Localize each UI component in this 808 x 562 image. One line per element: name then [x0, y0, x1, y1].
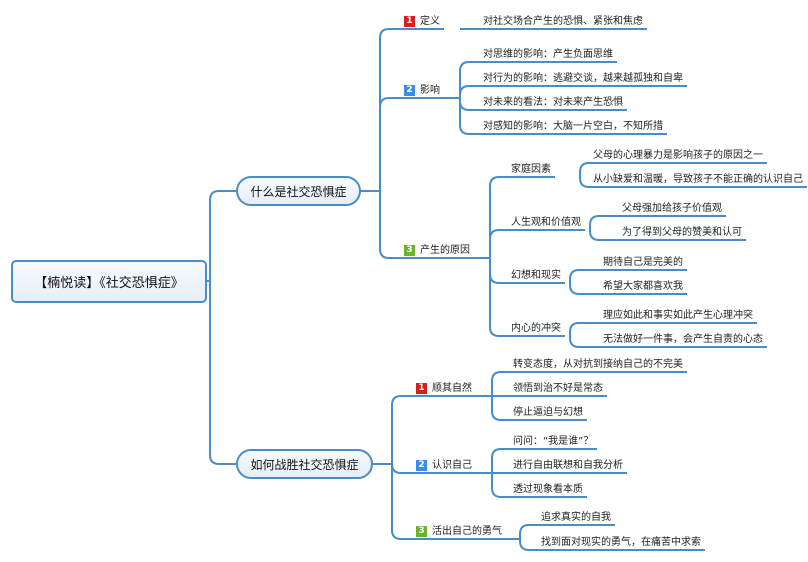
node-label: 内心的冲突: [511, 323, 561, 334]
leaf-item[interactable]: 停止逼迫与幻想: [500, 406, 587, 421]
priority-3-icon: 3: [404, 245, 415, 256]
connector-line: [470, 257, 500, 337]
connector-line: [440, 61, 470, 99]
node-label: 顺其自然: [432, 383, 472, 394]
node-label: 问问：“我是谁”？: [513, 436, 594, 447]
branch-what-is-social-phobia[interactable]: 什么是社交恐惧症: [236, 176, 361, 206]
connector-line: [500, 538, 530, 551]
node-label: 无法做好一件事，会产生自责的心态: [603, 334, 763, 345]
node-label: 对未来的看法：对未来产生恐惧: [483, 97, 623, 108]
topic-know-yourself[interactable]: 2 认识自己: [400, 459, 476, 474]
leaf-item[interactable]: 对社交场合产生的恐惧、紧张和焦虑: [460, 15, 647, 30]
connector-line: [440, 97, 470, 135]
leaf-item[interactable]: 领悟到治不好是常态: [500, 382, 607, 397]
connector-line: [206, 190, 236, 282]
subtopic[interactable]: 家庭因素: [498, 163, 555, 178]
node-label: 为了得到父母的赞美和认可: [622, 227, 742, 238]
priority-1-icon: 1: [404, 16, 415, 27]
connector-line: [372, 395, 402, 465]
connector-line: [372, 463, 402, 474]
node-label: 对行为的影响：逃避交谈，越来越孤独和自卑: [483, 73, 683, 84]
leaf-item[interactable]: 对行为的影响：逃避交谈，越来越孤独和自卑: [468, 72, 687, 87]
connector-line: [470, 257, 500, 284]
leaf-item[interactable]: 问问：“我是谁”？: [500, 435, 598, 450]
branch-how-to-overcome[interactable]: 如何战胜社交恐惧症: [236, 449, 373, 479]
priority-2-icon: 2: [416, 460, 427, 471]
leaf-item[interactable]: 进行自由联想和自我分析: [500, 459, 627, 474]
subtopic[interactable]: 内心的冲突: [498, 322, 565, 337]
node-label: 从小缺爱和温暖，导致孩子不能正确的认识自己: [593, 174, 803, 185]
root-topic[interactable]: 【楠悦读】《社交恐惧症》: [11, 260, 207, 303]
connector-line: [440, 97, 470, 111]
node-label: 对感知的影响：大脑一片空白，不知所措: [483, 121, 663, 132]
leaf-item[interactable]: 对未来的看法：对未来产生恐惧: [468, 96, 627, 111]
connector-line: [472, 395, 502, 421]
node-label: 透过现象看本质: [513, 484, 583, 495]
node-label: 父母强加给孩子价值观: [622, 203, 722, 214]
connector-line: [472, 448, 502, 474]
node-label: 认识自己: [432, 460, 472, 471]
node-label: 活出自己的勇气: [432, 526, 502, 537]
subtopic[interactable]: 人生观和价值观: [498, 216, 585, 231]
node-label: 找到面对现实的勇气，在痛苦中求索: [541, 537, 701, 548]
node-label: 转变态度，从对抗到接纳自己的不完美: [513, 359, 683, 370]
leaf-item[interactable]: 对感知的影响：大脑一片空白，不知所措: [468, 120, 667, 135]
leaf-item[interactable]: 理应如此和事实如此产生心理冲突: [578, 309, 757, 324]
leaf-item[interactable]: 无法做好一件事，会产生自责的心态: [578, 333, 767, 348]
node-label: 定义: [420, 16, 440, 27]
leaf-item[interactable]: 从小缺爱和温暖，导致孩子不能正确的认识自己: [588, 173, 807, 188]
connector-line: [372, 463, 402, 540]
topic-causes[interactable]: 3 产生的原因: [390, 244, 474, 259]
node-label: 期待自己是完美的: [603, 257, 683, 268]
topic-impact[interactable]: 2 影响: [390, 84, 444, 99]
node-label: 理应如此和事实如此产生心理冲突: [603, 310, 753, 321]
node-label: 人生观和价值观: [511, 217, 581, 228]
topic-courage[interactable]: 3 活出自己的勇气: [400, 525, 506, 540]
node-label: 领悟到治不好是常态: [513, 383, 603, 394]
connector-line: [470, 229, 500, 259]
topic-go-with-nature[interactable]: 1 顺其自然: [400, 382, 476, 397]
node-label: 追求真实的自我: [541, 512, 611, 523]
leaf-item[interactable]: 追求真实的自我: [528, 511, 615, 526]
node-label: 产生的原因: [420, 245, 470, 256]
connector-line: [360, 190, 392, 259]
topic-definition[interactable]: 1 定义: [390, 15, 444, 30]
node-label: 对思维的影响：产生负面思维: [483, 49, 613, 60]
connector-line: [470, 176, 500, 259]
connector-line: [360, 97, 392, 192]
priority-1-icon: 1: [416, 383, 427, 394]
leaf-item[interactable]: 为了得到父母的赞美和认可: [598, 226, 746, 241]
node-label: 对社交场合产生的恐惧、紧张和焦虑: [483, 16, 643, 27]
leaf-item[interactable]: 父母的心理暴力是影响孩子的原因之一: [588, 149, 767, 164]
leaf-item[interactable]: 透过现象看本质: [500, 483, 587, 498]
node-label: 父母的心理暴力是影响孩子的原因之一: [593, 150, 763, 161]
connector-line: [440, 85, 470, 99]
node-label: 停止逼迫与幻想: [513, 407, 583, 418]
node-label: 幻想和现实: [511, 270, 561, 281]
priority-2-icon: 2: [404, 85, 415, 96]
leaf-item[interactable]: 希望大家都喜欢我: [578, 280, 687, 295]
leaf-item[interactable]: 转变态度，从对抗到接纳自己的不完美: [500, 358, 687, 373]
subtopic[interactable]: 幻想和现实: [498, 269, 565, 284]
node-label: 影响: [420, 85, 440, 96]
connector-line: [472, 371, 502, 397]
priority-3-icon: 3: [416, 526, 427, 537]
connector-line: [360, 28, 392, 192]
leaf-item[interactable]: 对思维的影响：产生负面思维: [468, 48, 617, 63]
node-label: 进行自由联想和自我分析: [513, 460, 623, 471]
leaf-item[interactable]: 期待自己是完美的: [578, 256, 687, 271]
leaf-item[interactable]: 找到面对现实的勇气，在痛苦中求索: [528, 536, 705, 551]
connector-line: [206, 280, 236, 465]
leaf-item[interactable]: 父母强加给孩子价值观: [598, 202, 726, 217]
connector-line: [472, 472, 502, 498]
node-label: 希望大家都喜欢我: [603, 281, 683, 292]
node-label: 家庭因素: [511, 164, 551, 175]
